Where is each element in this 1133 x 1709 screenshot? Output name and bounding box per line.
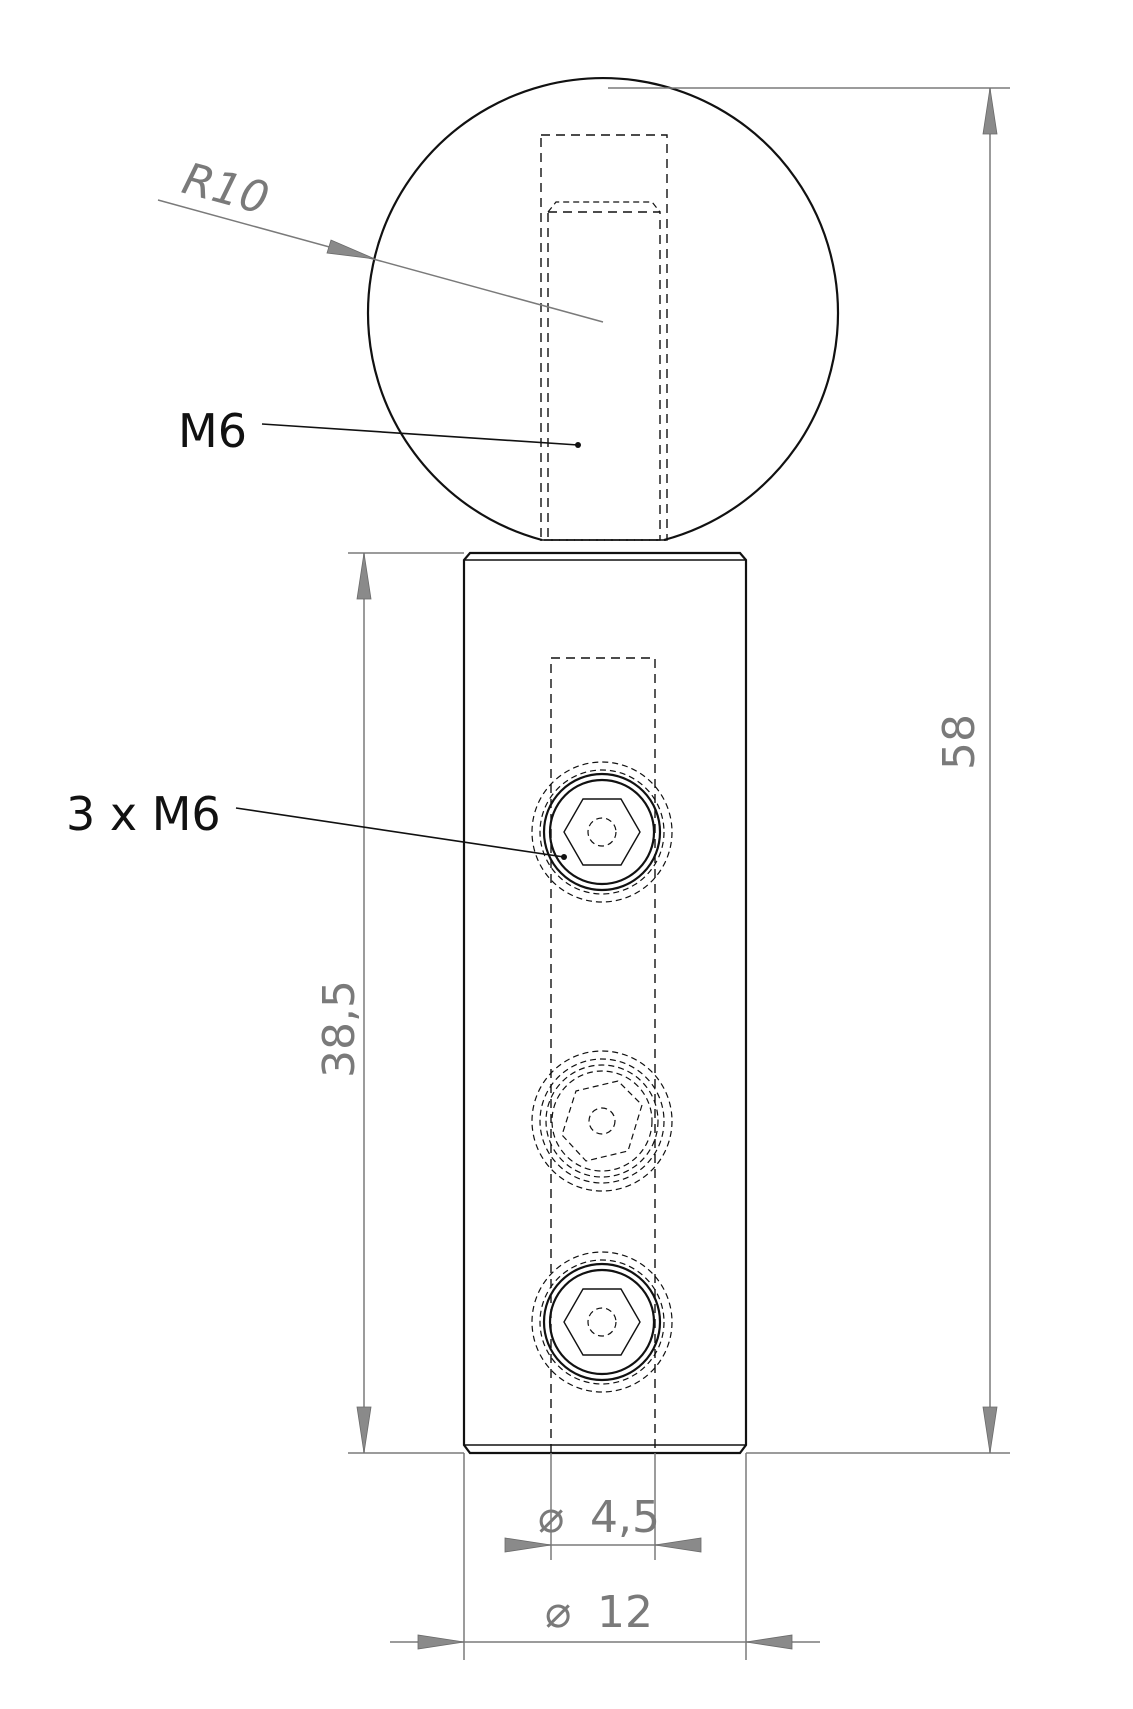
- arrow-right-icon: [417, 1634, 465, 1650]
- arrow-left-icon: [654, 1537, 702, 1553]
- screw-center-mark: [587, 1307, 617, 1337]
- dim-overall-height: 58: [608, 87, 1010, 1454]
- dim-body-length: 38,5: [314, 552, 464, 1454]
- cylinder-body: [462, 551, 748, 1455]
- ball-thread-chamfer: [547, 201, 661, 213]
- set-screw-3: [531, 1251, 673, 1393]
- screw-counterbore-hidden: [539, 1058, 665, 1184]
- ball-thread-label: M6: [178, 404, 247, 458]
- note-set-screws: 3 x M6: [66, 787, 567, 860]
- ball-thread-minor: [547, 211, 661, 541]
- radius-leader-line: [157, 199, 604, 323]
- screw-head-inner: [548, 778, 656, 886]
- screw-center-mark: [588, 1107, 616, 1135]
- arrow-down-icon: [982, 1406, 998, 1454]
- body-outline: [462, 551, 748, 1455]
- arrow-down-icon: [356, 1406, 372, 1454]
- bore-diameter-value: 4,5: [590, 1492, 660, 1543]
- arrow-right-icon: [504, 1537, 552, 1553]
- set-screw-2: [531, 1050, 673, 1192]
- arrow-up-icon: [982, 87, 998, 135]
- bore-hidden: [550, 657, 656, 1453]
- body-diameter-value: 12: [597, 1587, 653, 1638]
- arrow-up-icon: [356, 552, 372, 600]
- ball-thread-major: [540, 134, 668, 541]
- leader-dot: [561, 854, 567, 860]
- screw-head-outer: [542, 772, 662, 892]
- overall-height-value: 58: [934, 714, 985, 770]
- arrow-left-icon: [745, 1634, 793, 1650]
- leader-line: [261, 423, 579, 446]
- screw-center-mark: [587, 817, 617, 847]
- diameter-symbol: ⌀: [545, 1587, 572, 1638]
- ball-head: [366, 76, 840, 542]
- body-length-value: 38,5: [314, 980, 365, 1078]
- diameter-symbol: ⌀: [538, 1492, 565, 1543]
- screw-outer-hidden: [531, 1050, 673, 1192]
- screw-head-hidden: [545, 1064, 659, 1178]
- screw-head-inner: [548, 1268, 656, 1376]
- screw-head-inner-hidden: [551, 1070, 653, 1172]
- hex-socket-hidden-icon: [561, 1080, 643, 1162]
- hex-socket-icon: [563, 1288, 641, 1356]
- screw-outer-hidden: [531, 1251, 673, 1393]
- dim-bore-diameter: ⌀ 4,5: [504, 1453, 702, 1560]
- screw-head-outer: [542, 1262, 662, 1382]
- leader-line: [235, 807, 565, 858]
- note-ball-thread: M6: [178, 404, 581, 458]
- hex-socket-icon: [563, 798, 641, 866]
- leader-dot: [575, 442, 581, 448]
- set-screw-1: [531, 761, 673, 903]
- screw-outer-hidden: [531, 761, 673, 903]
- radius-value: R10: [177, 153, 274, 225]
- screw-counterbore-hidden: [539, 1259, 665, 1385]
- set-screws-label: 3 x M6: [66, 787, 221, 841]
- screw-counterbore-hidden: [539, 769, 665, 895]
- arrow-radius-icon: [326, 239, 376, 260]
- ball-outline: [366, 76, 840, 542]
- dim-body-diameter: ⌀ 12: [390, 1453, 820, 1660]
